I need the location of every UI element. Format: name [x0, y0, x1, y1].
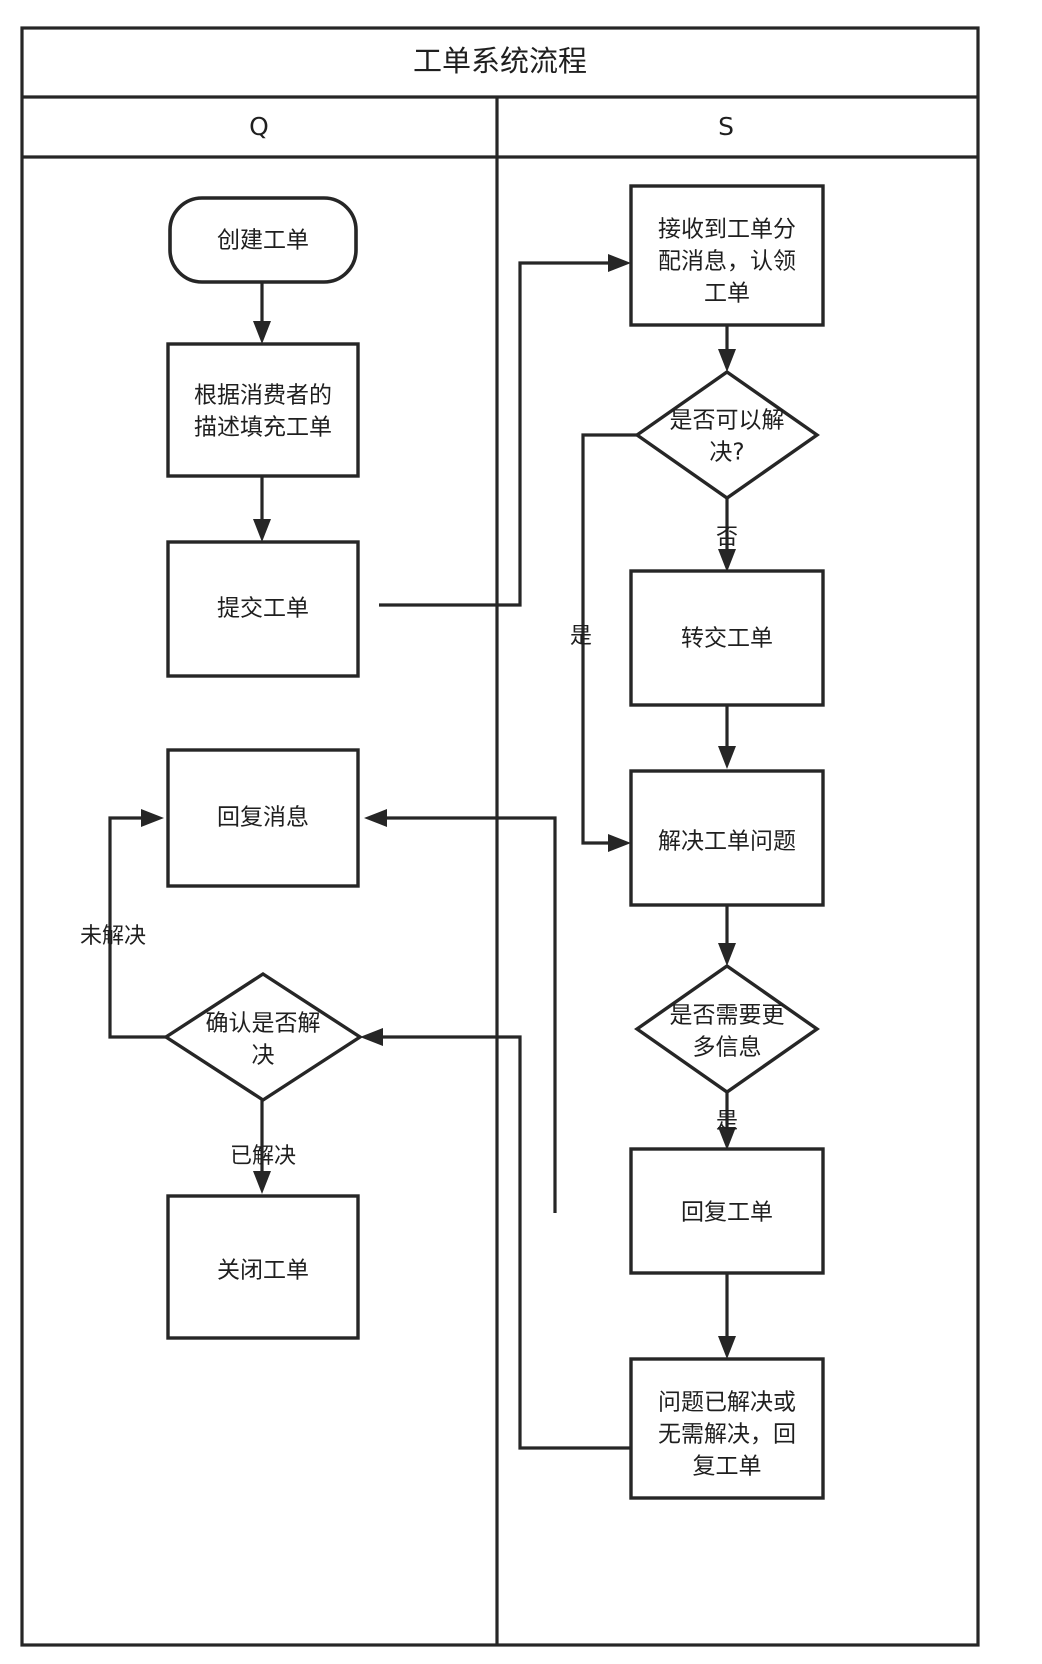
node-confirm-resolved-label-line1: 确认是否解	[206, 1011, 321, 1037]
arrowhead-transfer-to-solve	[718, 746, 736, 769]
node-transfer-ticket-label: 转交工单	[681, 626, 773, 652]
node-create-ticket-label: 创建工单	[217, 228, 309, 254]
node-need-more-info[interactable]: 是否需要更 多信息	[634, 963, 820, 1095]
edge-label-yes: 是	[570, 624, 592, 649]
node-need-more-info-label-line2: 多信息	[693, 1035, 762, 1061]
node-close-ticket[interactable]: 关闭工单	[166, 1194, 360, 1340]
node-problem-resolved-reply[interactable]: 问题已解决或 无需解决，回 复工单	[629, 1357, 825, 1500]
lane-header-s: S	[718, 112, 734, 141]
node-reply-ticket[interactable]: 回复工单	[629, 1147, 825, 1275]
node-solve-problem-shape[interactable]	[629, 769, 825, 907]
edge-label-unsolved: 未解决	[80, 924, 146, 949]
arrowhead-reply-ticket-to-reply-message	[364, 809, 387, 827]
connector-layer	[108, 254, 736, 1450]
node-can-solve-label-line1: 是否可以解	[670, 408, 785, 434]
diagram-title: 工单系统流程	[413, 44, 587, 78]
arrowhead-cansolve-no	[718, 549, 736, 572]
node-problem-resolved-reply-label-line2: 无需解决，回	[658, 1422, 796, 1448]
node-submit-ticket-shape[interactable]	[166, 540, 360, 678]
lane-header-q: Q	[249, 112, 269, 141]
diagram-outer-border	[20, 26, 980, 1647]
node-solve-problem[interactable]: 解决工单问题	[629, 769, 825, 907]
node-problem-resolved-reply-shape[interactable]	[629, 1357, 825, 1500]
edge-label-solved: 已解决	[230, 1144, 296, 1169]
node-reply-ticket-label: 回复工单	[681, 1200, 773, 1226]
arrowhead-create-to-fill	[253, 321, 271, 344]
node-can-solve[interactable]: 是否可以解 决?	[634, 369, 820, 501]
arrowhead-submit-to-receive	[608, 254, 631, 272]
edge-submit-to-receive	[379, 261, 617, 607]
edge-label-more-info-yes: 是	[716, 1109, 738, 1134]
node-receive-assign[interactable]: 接收到工单分 配消息，认领 工单	[629, 184, 825, 327]
arrowhead-solve-to-needinfo	[718, 943, 736, 966]
node-reply-ticket-shape[interactable]	[629, 1147, 825, 1275]
node-fill-ticket[interactable]: 根据消费者的 描述填充工单	[166, 342, 360, 478]
edge-label-no: 否	[716, 525, 738, 550]
node-submit-ticket-label: 提交工单	[217, 596, 309, 622]
node-problem-resolved-reply-label-line1: 问题已解决或	[658, 1390, 796, 1416]
node-fill-ticket-label-line1: 根据消费者的	[194, 383, 332, 409]
arrowhead-needinfo-yes	[718, 1127, 736, 1150]
node-confirm-resolved-label-line2: 决	[252, 1043, 275, 1069]
edge-reply-ticket-to-reply-message	[378, 816, 557, 1213]
node-receive-assign-shape[interactable]	[629, 184, 825, 327]
node-close-ticket-label: 关闭工单	[217, 1258, 309, 1284]
node-create-ticket[interactable]: 创建工单	[168, 196, 358, 284]
edge-label-layer: 否 是 未解决 已解决 是	[80, 525, 738, 1169]
node-solve-problem-label: 解决工单问题	[658, 829, 796, 855]
node-reply-message-label: 回复消息	[217, 805, 309, 831]
node-reply-message[interactable]: 回复消息	[166, 748, 360, 888]
arrowhead-cansolve-yes	[608, 834, 631, 852]
node-confirm-resolved-shape[interactable]	[162, 971, 364, 1103]
node-receive-assign-label-line2: 配消息，认领	[658, 249, 796, 275]
arrowhead-confirm-solved	[253, 1171, 271, 1194]
node-need-more-info-shape[interactable]	[634, 963, 820, 1095]
node-receive-assign-label-line3: 工单	[704, 281, 750, 307]
edge-cansolve-yes-to-solve	[581, 433, 637, 845]
edge-confirm-unsolved-to-reply-message	[108, 816, 178, 1039]
arrowhead-receive-to-cansolve	[718, 349, 736, 372]
node-can-solve-shape[interactable]	[634, 369, 820, 501]
node-create-ticket-shape[interactable]	[168, 196, 358, 284]
node-can-solve-label-line2: 决?	[709, 440, 744, 466]
node-problem-resolved-reply-label-line3: 复工单	[693, 1454, 762, 1480]
node-need-more-info-label-line1: 是否需要更	[670, 1003, 785, 1029]
arrowhead-reply-to-resolved	[718, 1336, 736, 1359]
arrowhead-resolved-to-confirm	[360, 1028, 383, 1046]
arrowhead-confirm-unsolved	[141, 809, 164, 827]
node-transfer-ticket-shape[interactable]	[629, 569, 825, 707]
swimlane-frame	[20, 26, 980, 1647]
arrowhead-fill-to-submit	[253, 519, 271, 542]
node-transfer-ticket[interactable]: 转交工单	[629, 569, 825, 707]
node-confirm-resolved[interactable]: 确认是否解 决	[162, 971, 364, 1103]
edge-resolved-to-confirm	[374, 1035, 631, 1450]
node-reply-message-shape[interactable]	[166, 748, 360, 888]
node-fill-ticket-shape[interactable]	[166, 342, 360, 478]
node-fill-ticket-label-line2: 描述填充工单	[194, 415, 332, 441]
node-receive-assign-label-line1: 接收到工单分	[658, 217, 796, 243]
node-close-ticket-shape[interactable]	[166, 1194, 360, 1340]
node-submit-ticket[interactable]: 提交工单	[166, 540, 360, 678]
